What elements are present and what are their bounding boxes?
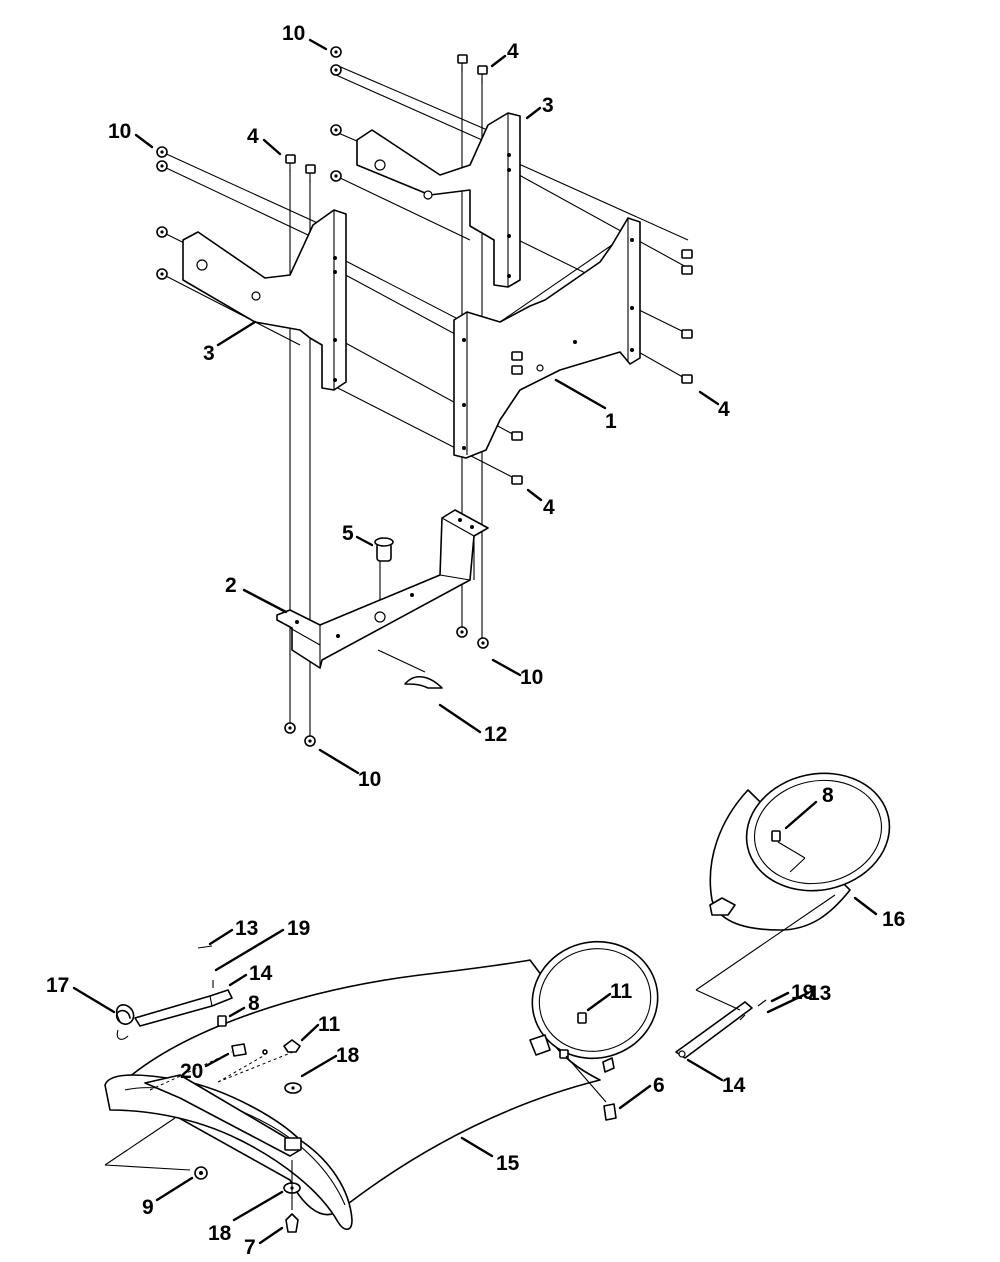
main-frame-plate [453,217,641,459]
callout-1: 1 [605,410,617,433]
clevis-pin [374,537,394,562]
callout-leaders [72,38,878,1245]
callout-20: 20 [180,1060,203,1083]
callout-11: 11 [318,1013,341,1036]
callout-18: 18 [336,1044,360,1067]
callout-4: 4 [718,398,730,421]
callout-12: 12 [484,723,507,746]
hairpin-clip [404,676,443,689]
callout-2: 2 [225,574,237,597]
callout-labels: 10 4 3 10 4 3 1 4 4 5 2 10 12 10 8 16 13… [46,22,905,1259]
callout-10: 10 [108,120,131,143]
callout-8: 8 [822,784,834,807]
callout-4: 4 [507,40,519,63]
callout-14: 14 [249,962,273,985]
callout-15: 15 [496,1152,520,1175]
callout-9: 9 [142,1196,154,1219]
callout-14: 14 [722,1074,746,1097]
callout-4: 4 [247,125,259,148]
callout-13: 13 [235,917,258,940]
callout-3: 3 [203,342,215,365]
deflector-control-lever [115,945,233,1040]
upper-chute-ring [709,772,891,931]
callout-13: 13 [808,982,831,1005]
upright-bracket-front [182,209,347,391]
bottom-channel-bracket [276,509,489,669]
deflector-lever-right [675,894,836,1059]
callout-5: 5 [342,522,354,545]
callout-3: 3 [542,94,554,117]
callout-19: 19 [791,981,814,1004]
callout-11: 11 [610,980,633,1003]
callout-17: 17 [46,974,69,997]
callout-10: 10 [358,768,381,791]
callout-18: 18 [208,1222,232,1245]
callout-7: 7 [244,1236,256,1259]
lower-chute-body [104,940,659,1231]
callout-10: 10 [520,666,543,689]
callout-8: 8 [248,992,260,1015]
upright-bracket-rear [356,112,521,288]
callout-19: 19 [287,917,310,940]
callout-4: 4 [543,496,555,519]
callout-10: 10 [282,22,305,45]
chute-fasteners [104,1039,617,1233]
hex-bolts [285,54,693,485]
callout-16: 16 [882,908,905,931]
hex-nuts [156,46,489,747]
callout-6: 6 [653,1074,665,1097]
